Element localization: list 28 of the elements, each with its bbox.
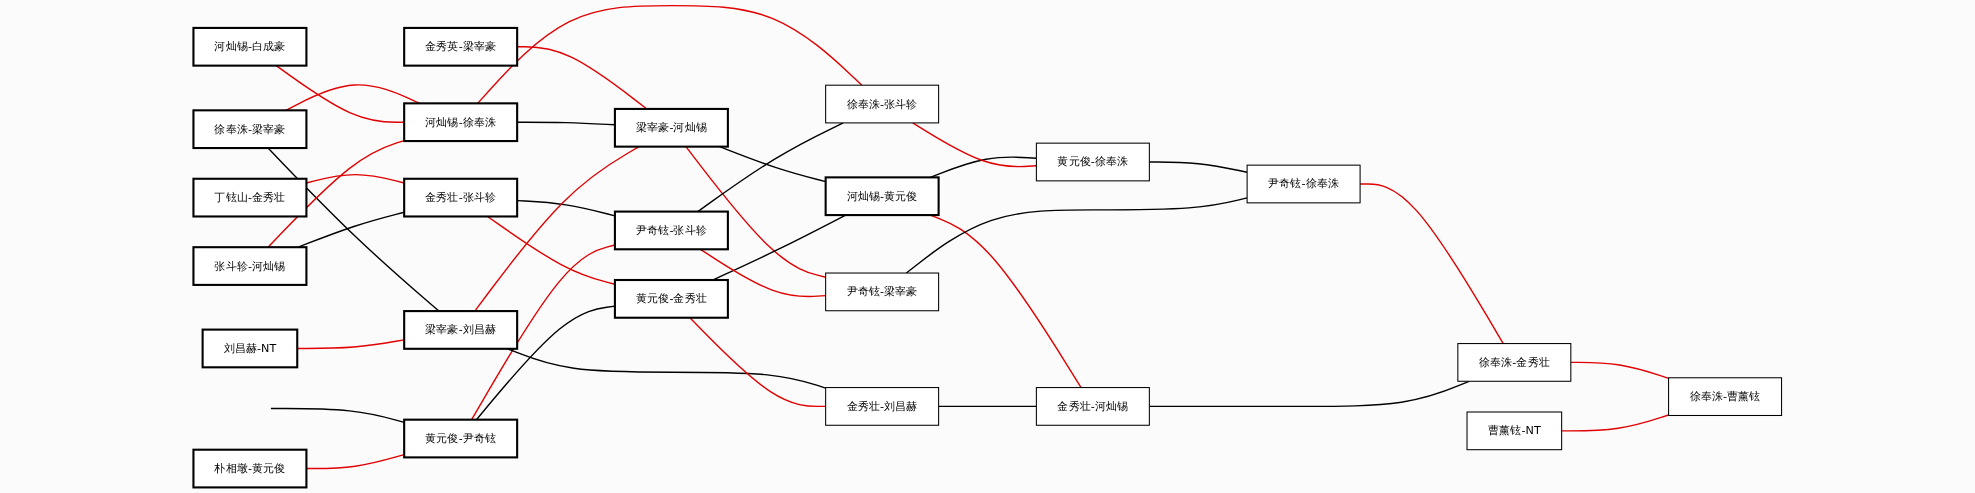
node-box: 徐奉洙-曹薰铉 — [1668, 377, 1783, 416]
node-box: 徐奉洙-梁宰豪 — [192, 109, 308, 150]
node-box: 徐奉洙-金秀壮 — [1457, 343, 1572, 382]
node-box: 河灿锡-白成豪 — [192, 26, 308, 67]
node-box: 尹奇铉-徐奉洙 — [1246, 164, 1361, 204]
node-box: 尹奇铉-梁宰豪 — [825, 272, 940, 312]
node-box: 黄元俊-尹奇铉 — [403, 418, 519, 459]
node-box: 河灿锡-黄元俊 — [824, 176, 940, 217]
node-box: 金秀英-梁宰豪 — [403, 26, 519, 67]
node-box: 朴相墩-黄元俊 — [192, 448, 308, 489]
node-box: 张斗轸-河灿锡 — [192, 246, 308, 286]
connector — [1570, 361, 1670, 379]
node-box: 金秀壮-张斗轸 — [403, 177, 519, 218]
node-box: 金秀壮-河灿锡 — [1035, 387, 1150, 426]
connector — [905, 197, 1248, 274]
node-box: 丁铉山-金秀壮 — [192, 177, 308, 218]
node-box: 黄元俊-金秀壮 — [613, 278, 729, 319]
node-box: 河灿锡-徐奉洙 — [403, 102, 519, 143]
node-box: 徐奉洙-张斗轸 — [825, 84, 940, 124]
node-box: 黄元俊-徐奉洙 — [1035, 142, 1150, 182]
node-box: 尹奇铉-张斗轸 — [613, 210, 729, 251]
connector — [267, 139, 405, 248]
connector — [270, 407, 405, 424]
node-box: 刘昌赫-NT — [201, 328, 299, 369]
node-box: 梁宰豪-刘昌赫 — [403, 310, 519, 350]
node-box: 梁宰豪-河灿锡 — [613, 107, 729, 148]
node-box: 曹薰铉-NT — [1466, 411, 1563, 451]
node-box: 金秀壮-刘昌赫 — [825, 387, 940, 426]
